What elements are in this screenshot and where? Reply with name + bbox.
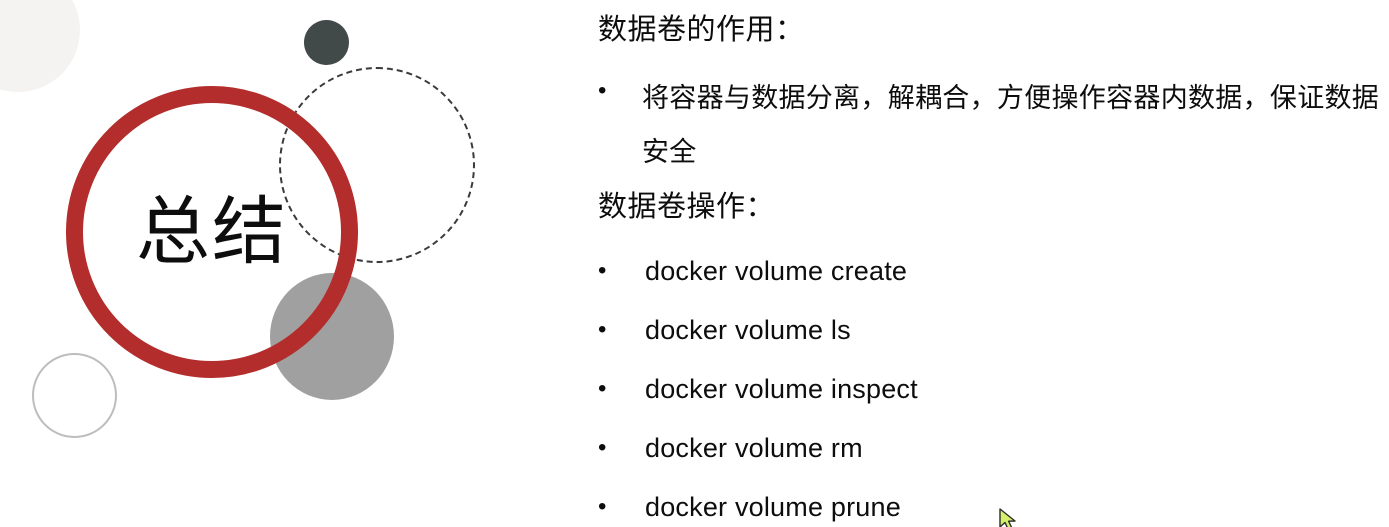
dark-dot-decoration: [304, 20, 349, 65]
pale-circle-decoration: [0, 0, 80, 92]
command-bullet-item: • docker volume inspect: [598, 369, 1198, 409]
command-text: docker volume prune: [645, 492, 901, 522]
command-bullet-item: • docker volume create: [598, 251, 1198, 291]
command-bullet-item: • docker volume rm: [598, 428, 1198, 468]
purpose-bullet-text: 将容器与数据分离，解耦合，方便操作容器内数据，保证数据安全: [642, 83, 1380, 167]
command-text: docker volume create: [645, 256, 908, 286]
command-text: docker volume inspect: [645, 374, 918, 404]
operations-heading: 数据卷操作：: [598, 191, 776, 223]
command-bullet-item: • docker volume ls: [598, 310, 1198, 350]
content-column: 数据卷的作用： • 将容器与数据分离，解耦合，方便操作容器内数据，保证数据安全 …: [598, 0, 1389, 527]
bullet-glyph-icon: •: [598, 375, 607, 402]
slide-title: 总结: [136, 190, 288, 273]
command-bullet-item: • docker volume prune: [598, 487, 1198, 527]
bullet-glyph-icon: •: [598, 257, 607, 284]
bullet-glyph-icon: •: [598, 77, 607, 104]
purpose-heading: 数据卷的作用：: [598, 14, 805, 46]
decorative-graphic: 总结: [0, 0, 560, 527]
bullet-glyph-icon: •: [598, 434, 607, 461]
outline-circle-decoration: [32, 353, 117, 438]
purpose-bullet-item: • 将容器与数据分离，解耦合，方便操作容器内数据，保证数据安全: [598, 71, 1389, 179]
bullet-glyph-icon: •: [598, 493, 607, 520]
bullet-glyph-icon: •: [598, 316, 607, 343]
command-text: docker volume rm: [645, 433, 863, 463]
command-text: docker volume ls: [645, 315, 851, 345]
